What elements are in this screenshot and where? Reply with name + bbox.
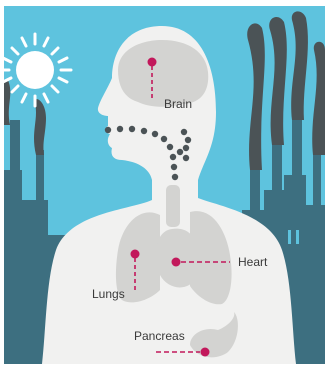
heart-label: Heart bbox=[238, 255, 268, 269]
lungs-label: Lungs bbox=[92, 287, 125, 301]
pancreas-label: Pancreas bbox=[134, 329, 185, 343]
brain-label: Brain bbox=[164, 97, 192, 111]
trachea-shape bbox=[166, 185, 180, 227]
